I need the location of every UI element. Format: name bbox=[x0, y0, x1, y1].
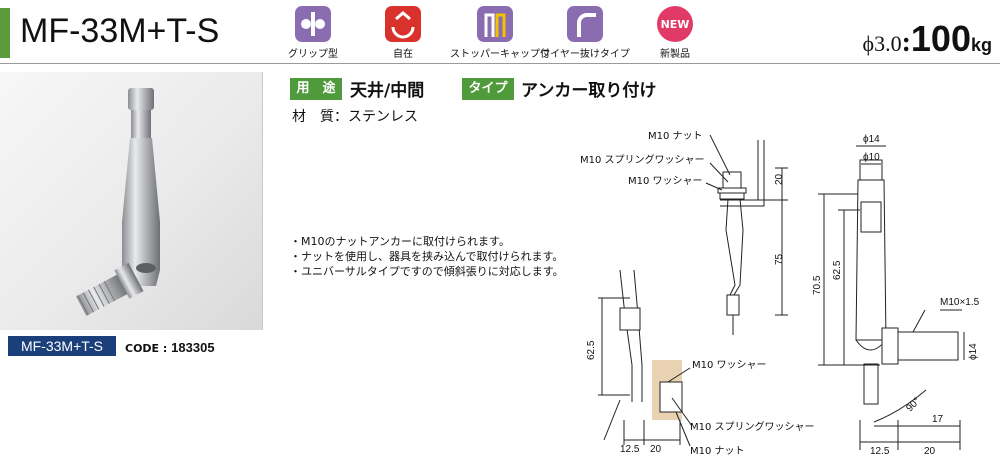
accent-bar bbox=[0, 8, 10, 58]
dim-20-top: 20 bbox=[774, 173, 785, 185]
dim-thread: M10×1.5 bbox=[940, 297, 980, 308]
code-label: CODE bbox=[125, 342, 160, 355]
header-divider bbox=[0, 63, 1000, 64]
wire-through-icon bbox=[567, 6, 603, 42]
dim-20-right: 20 bbox=[924, 446, 936, 457]
label-nut-top: M10 ナット bbox=[648, 130, 703, 142]
label-washer-top: M10 ワッシャー bbox=[628, 176, 703, 187]
material-value: ステンレス bbox=[348, 109, 418, 125]
feature-label: 自在 bbox=[393, 49, 413, 60]
product-illustration bbox=[76, 88, 160, 316]
feature-label: ワイヤー抜けタイプ bbox=[540, 49, 630, 60]
note-2: ・ナットを使用し、器具を挟み込んで取付けられます。 bbox=[290, 250, 564, 263]
feature-new: NEW 新製品 bbox=[630, 6, 720, 60]
feature-grip: グリップ型 bbox=[268, 6, 358, 60]
model-tag: MF-33M+T-S bbox=[8, 336, 116, 356]
stopper-cap-icon bbox=[477, 6, 513, 42]
type-label: タイプ bbox=[462, 78, 514, 100]
usage-label: 用 途 bbox=[290, 78, 342, 100]
wire-diameter: ϕ3.0 bbox=[862, 31, 902, 56]
feature-wire-through: ワイヤー抜けタイプ bbox=[540, 6, 630, 60]
material: 材 質：ステンレス bbox=[292, 106, 418, 126]
feature-label: グリップ型 bbox=[288, 49, 338, 60]
product-photo bbox=[0, 72, 263, 330]
label-spring-washer-side: M10 スプリングワッシャー bbox=[690, 420, 815, 433]
new-badge-icon: NEW bbox=[657, 6, 693, 42]
dim-75: 75 bbox=[774, 253, 785, 265]
code-separator: : bbox=[162, 342, 168, 355]
dim-17: 17 bbox=[932, 414, 944, 425]
note-1: ・M10のナットアンカーに取付けられます。 bbox=[290, 235, 510, 248]
label-washer-side: M10 ワッシャー bbox=[692, 360, 767, 371]
swivel-icon bbox=[385, 6, 421, 42]
dim-20-side: 20 bbox=[650, 444, 662, 455]
load-separator: : bbox=[901, 27, 911, 58]
feature-label: ストッパーキャップ付 bbox=[450, 49, 550, 60]
dim-angle: 90° bbox=[904, 396, 922, 414]
dim-d14-top: ϕ14 bbox=[863, 134, 880, 145]
dim-62-5-side: 62.5 bbox=[586, 340, 597, 360]
load-rating: ϕ3.0:100kg bbox=[862, 18, 992, 60]
usage-value: 天井/中間 bbox=[350, 81, 425, 101]
dim-70-5: 70.5 bbox=[812, 275, 823, 295]
dim-62-5-right: 62.5 bbox=[832, 260, 843, 280]
grip-icon bbox=[295, 6, 331, 42]
feature-stopper: ストッパーキャップ付 bbox=[450, 6, 550, 60]
code-value: 183305 bbox=[171, 340, 215, 355]
dim-12-5-right: 12.5 bbox=[870, 446, 890, 457]
label-nut-side: M10 ナット bbox=[690, 445, 745, 457]
feature-swivel: 自在 bbox=[358, 6, 448, 60]
note-3: ・ユニバーサルタイプですので傾斜張りに対応します。 bbox=[290, 265, 564, 278]
page-title: MF-33M+T-S bbox=[20, 12, 220, 50]
feature-label: 新製品 bbox=[660, 49, 690, 60]
material-label: 材 質 bbox=[292, 109, 334, 125]
dim-12-5-side: 12.5 bbox=[620, 444, 640, 455]
label-spring-washer-top: M10 スプリングワッシャー bbox=[580, 153, 705, 166]
load-value: 100 bbox=[910, 18, 971, 59]
dim-d10: ϕ10 bbox=[863, 152, 880, 163]
load-unit: kg bbox=[970, 35, 992, 55]
type-value: アンカー取り付け bbox=[521, 81, 657, 101]
dim-d14-side: ϕ14 bbox=[968, 343, 979, 360]
product-code: CODE : 183305 bbox=[125, 340, 215, 355]
material-separator: ： bbox=[334, 109, 348, 125]
technical-drawing: M10 ナット M10 スプリングワッシャー M10 ワッシャー 20 75 6… bbox=[580, 130, 980, 457]
